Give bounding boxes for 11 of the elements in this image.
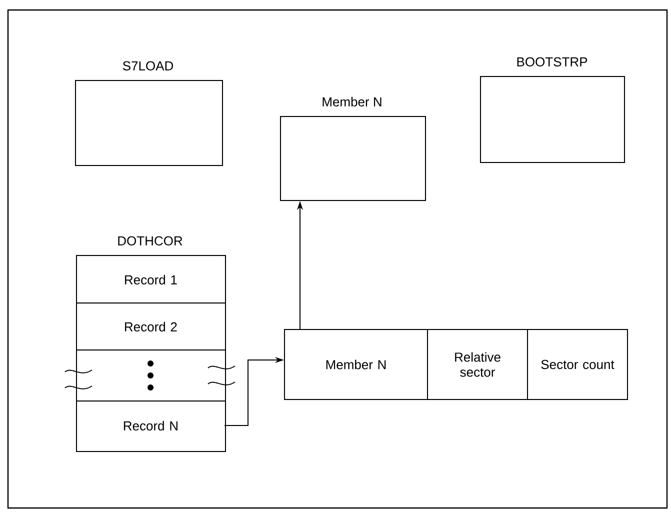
box-heading: BOOTSTRP (517, 57, 588, 66)
record-cell: Record 1 (125, 274, 177, 284)
record-cell: Record 2 (125, 322, 177, 332)
box-heading: S7LOAD (122, 61, 174, 70)
table-cell: Member N (284, 329, 428, 400)
box-heading: Member N (322, 96, 382, 106)
ellipsis-dots (148, 360, 154, 390)
box-heading: DOTHCOR (118, 236, 182, 246)
record-cell: Record N (124, 420, 178, 430)
table-cell: Sector count (527, 329, 628, 400)
table-cell: Relative sector (427, 329, 528, 400)
